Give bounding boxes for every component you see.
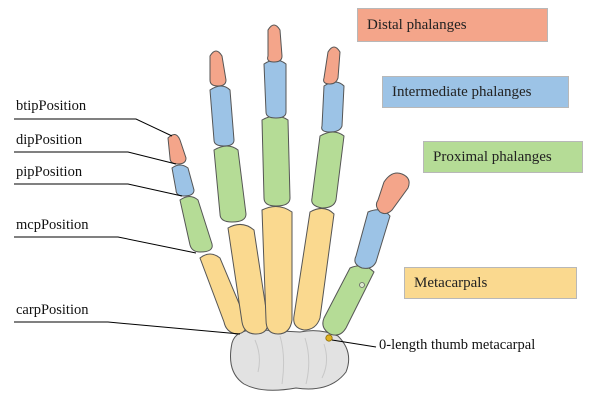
ring-proximal: [213, 145, 247, 223]
legend-distal-label: Distal phalanges: [367, 16, 467, 33]
index-finger: [293, 46, 345, 331]
pinky-metacarpal: [199, 253, 247, 335]
thumb-metacarpal-point: [325, 334, 333, 342]
legend-metacarpals-label: Metacarpals: [414, 274, 488, 291]
ring-intermediate: [209, 85, 235, 147]
legend-intermediate-label: Intermediate phalanges: [392, 83, 532, 100]
btip-leader: [14, 118, 173, 137]
thumb-intermediate: [354, 209, 391, 269]
carpal-detail: [254, 335, 328, 385]
label-dip-position: dipPosition: [16, 132, 83, 148]
middle-metacarpal: [261, 206, 293, 335]
legend-intermediate-phalanges: Intermediate phalanges: [382, 76, 569, 108]
label-btip-position: btipPosition: [16, 98, 87, 114]
ring-metacarpal: [227, 224, 269, 335]
ring-distal: [209, 50, 227, 87]
middle-finger: [261, 24, 293, 335]
middle-proximal: [261, 115, 291, 207]
middle-intermediate: [263, 59, 287, 119]
index-metacarpal: [293, 208, 335, 331]
thumb-proximal: [322, 265, 375, 336]
pinky-intermediate: [171, 164, 195, 197]
pip-leader: [14, 183, 183, 197]
legend-metacarpals: Metacarpals: [404, 267, 577, 299]
ring-finger: [209, 50, 269, 335]
label-pip-position: pipPosition: [16, 164, 83, 180]
index-distal: [323, 46, 341, 85]
pinky-proximal: [179, 196, 213, 253]
legend-proximal-phalanges: Proximal phalanges: [423, 141, 583, 173]
legend-distal-phalanges: Distal phalanges: [357, 8, 548, 42]
mcp-leader: [14, 236, 197, 254]
thumb-proximal-dot: [359, 282, 365, 288]
dip-leader: [14, 151, 177, 165]
thumb-distal: [375, 172, 410, 215]
index-intermediate: [321, 81, 345, 133]
thumb: [322, 172, 410, 342]
index-proximal: [311, 131, 345, 209]
leader-lines: [14, 118, 377, 348]
pinky-distal: [167, 134, 187, 165]
label-carp-position: carpPosition: [16, 302, 89, 318]
carp-leader: [14, 321, 241, 335]
middle-distal: [267, 24, 283, 63]
label-thumb-metacarpal: 0-length thumb metacarpal: [379, 337, 536, 353]
label-mcp-position: mcpPosition: [16, 217, 89, 233]
legend-proximal-label: Proximal phalanges: [433, 148, 552, 165]
pinky-finger: [167, 134, 247, 335]
thumb-metacarpal-leader: [331, 339, 377, 348]
